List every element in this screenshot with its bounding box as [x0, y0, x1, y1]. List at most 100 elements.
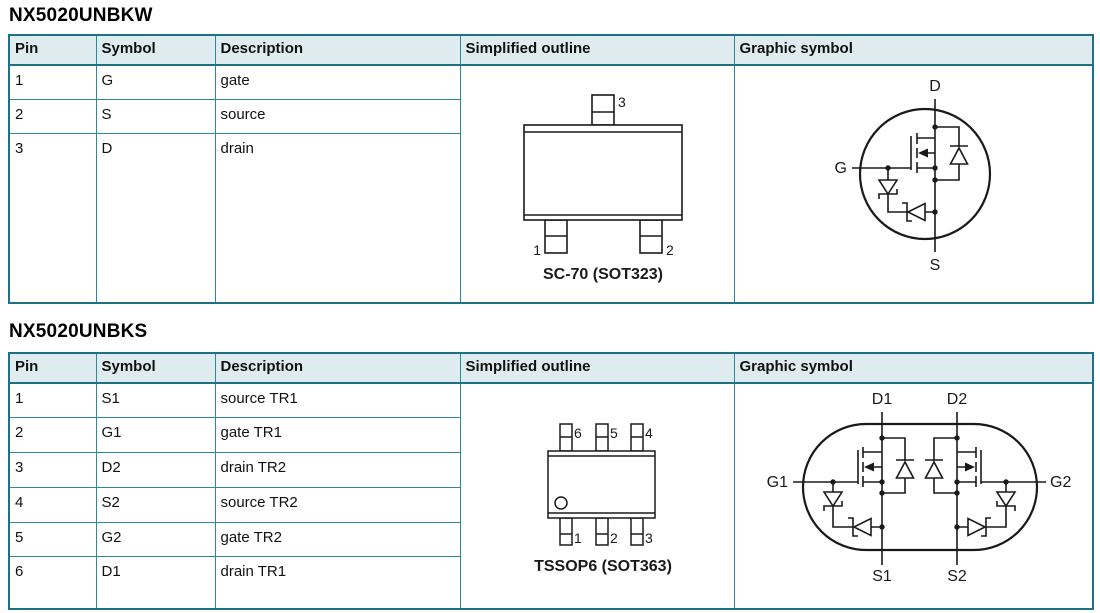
mosfet-graphic-symbol: D G S	[834, 78, 991, 274]
mosfet-tr2	[923, 412, 1046, 565]
cell-description: gate	[214, 64, 461, 100]
pin-number-label: 6	[574, 425, 582, 441]
cell-simplified-outline: 3 1 2 SC-70 (SOT323)	[459, 64, 735, 304]
section-nx5020unbkw: NX5020UNBKW Pin Symbol Description Simpl…	[8, 5, 1100, 304]
source2-label: S2	[947, 568, 967, 585]
pin-lead	[629, 517, 644, 546]
pin-lead-top	[590, 94, 615, 126]
esd-diode-tr1	[851, 517, 872, 537]
drain-label: D	[929, 78, 941, 95]
source-label: S	[929, 257, 940, 274]
col-header-description: Description	[214, 352, 461, 384]
table-row: 1 G gate	[8, 64, 1094, 304]
pin-number-label: 2	[610, 530, 618, 546]
col-header-description: Description	[214, 34, 461, 66]
cell-symbol: S	[95, 98, 216, 135]
gate1-label: G1	[766, 474, 787, 491]
cell-symbol: D2	[95, 452, 216, 488]
gate-label: G	[834, 160, 846, 177]
body-diode-tr2	[923, 460, 944, 479]
body-diode-tr1	[894, 460, 915, 479]
section-nx5020unbks: NX5020UNBKS Pin Symbol Description Simpl…	[8, 321, 1100, 610]
cell-pin: 3	[8, 452, 97, 488]
cell-description: gate TR1	[214, 417, 461, 454]
cell-graphic-symbol: D G S	[733, 64, 1094, 304]
cell-symbol: G1	[95, 417, 216, 454]
header-row: Pin Symbol Description Simplified outlin…	[8, 34, 1094, 66]
cell-pin: 2	[8, 98, 97, 135]
pin-number-label: 4	[645, 425, 653, 441]
cell-simplified-outline: 6 5 4 1 2 3 TSSOP6 (SOT363)	[459, 382, 735, 610]
col-header-pin: Pin	[8, 34, 97, 66]
substrate-arrow-tr1	[863, 462, 874, 472]
table-row: 1 S1 source TR1	[8, 382, 1094, 610]
cell-pin: 1	[8, 382, 97, 419]
pin-number-label: 3	[618, 94, 626, 110]
cell-pin: 1	[8, 64, 97, 100]
cell-graphic-symbol: D1 D2 G1 G2 S1 S2	[733, 382, 1094, 610]
cell-symbol: D	[95, 133, 216, 304]
tssop6-outline-drawing: 6 5 4 1 2 3 TSSOP6 (SOT363)	[534, 423, 672, 575]
cell-description: source TR1	[214, 382, 461, 419]
cell-symbol: S2	[95, 486, 216, 523]
cell-description: drain TR2	[214, 452, 461, 488]
table-row: 4 S2 source TR2	[8, 486, 1093, 523]
part-title-nx5020unbkw: NX5020UNBKW	[9, 5, 153, 26]
pin-number-label: 2	[666, 242, 674, 258]
cell-symbol: G	[95, 64, 216, 100]
col-header-simplified-outline: Simplified outline	[459, 352, 735, 384]
mosfet-tr1	[792, 412, 915, 565]
junction-dots	[829, 435, 1009, 530]
esd-protection-diodes	[877, 168, 935, 222]
pin1-marker	[553, 496, 568, 510]
table-row: 2 S source	[8, 98, 1093, 135]
table-row: 6 D1 drain TR1	[8, 556, 1093, 610]
dual-mosfet-graphic-symbol: D1 D2 G1 G2 S1 S2	[766, 391, 1071, 585]
table-row: 5 G2 gate TR2	[8, 521, 1093, 558]
cell-pin: 2	[8, 417, 97, 454]
col-header-simplified-outline: Simplified outline	[459, 34, 735, 66]
col-header-graphic-symbol: Graphic symbol	[733, 34, 1094, 66]
enclosure-stadium	[801, 422, 1038, 552]
outline-caption: TSSOP6 (SOT363)	[534, 558, 672, 575]
substrate-arrow	[917, 148, 928, 158]
gate2-label: G2	[1050, 474, 1071, 491]
pin-lead	[594, 517, 609, 546]
cell-description: source TR2	[214, 486, 461, 523]
col-header-graphic-symbol: Graphic symbol	[733, 352, 1094, 384]
drain1-label: D1	[871, 391, 892, 408]
pinning-table-nx5020unbkw: Pin Symbol Description Simplified outlin…	[8, 34, 1094, 304]
junction-dots	[884, 124, 938, 215]
col-header-symbol: Symbol	[95, 352, 216, 384]
table-row: 2 G1 gate TR1	[8, 417, 1093, 454]
pin-number-label: 1	[533, 242, 541, 258]
cell-symbol: D1	[95, 556, 216, 610]
pin-number-label: 5	[610, 425, 618, 441]
part-title-nx5020unbks: NX5020UNBKS	[9, 321, 148, 342]
cell-description: drain TR1	[214, 556, 461, 610]
outline-caption: SC-70 (SOT323)	[542, 266, 662, 283]
table-row: 3 D drain	[8, 133, 1093, 304]
cell-pin: 4	[8, 486, 97, 523]
enclosure-circle	[858, 107, 991, 241]
cell-description: drain	[214, 133, 461, 304]
terminal-stubs	[916, 137, 935, 169]
esd-diode-tr2	[966, 517, 987, 537]
sot323-outline-drawing: 3 1 2 SC-70 (SOT323)	[522, 94, 683, 283]
col-header-pin: Pin	[8, 352, 97, 384]
cell-pin: 6	[8, 556, 97, 610]
cell-description: source	[214, 98, 461, 135]
source1-label: S1	[872, 568, 892, 585]
cell-pin: 5	[8, 521, 97, 558]
substrate-arrow-tr2	[964, 462, 975, 472]
cell-description: gate TR2	[214, 521, 461, 558]
cell-symbol: S1	[95, 382, 216, 419]
drain2-label: D2	[946, 391, 967, 408]
pin-number-label: 3	[645, 530, 653, 546]
pin-lead	[558, 517, 573, 546]
cell-pin: 3	[8, 133, 97, 304]
pinning-table-nx5020unbks: Pin Symbol Description Simplified outlin…	[8, 352, 1094, 610]
package-body	[522, 124, 683, 221]
col-header-symbol: Symbol	[95, 34, 216, 66]
